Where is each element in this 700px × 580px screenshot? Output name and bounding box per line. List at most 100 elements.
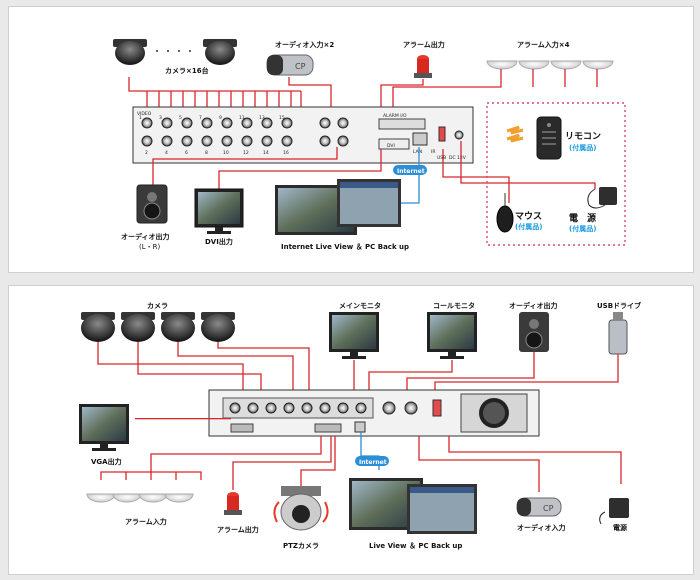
mouse-label: マウス bbox=[515, 211, 542, 222]
video-label: VIDEO bbox=[137, 111, 152, 117]
remote-label: リモコン bbox=[565, 131, 601, 142]
audio-output-sub: (L・R) bbox=[139, 243, 160, 251]
usb-drive-label: USBドライブ bbox=[597, 301, 641, 310]
diagram-panel-top: カメラ×16台 オーディオ入力×2 CP アラーム出力 アラーム入力×4 VID… bbox=[8, 6, 694, 273]
wires-top bbox=[97, 342, 619, 390]
vga-monitor-icon bbox=[79, 404, 129, 451]
svg-text:8: 8 bbox=[205, 150, 208, 156]
svg-text:3: 3 bbox=[159, 115, 162, 121]
main-monitor-label: メインモニタ bbox=[339, 301, 381, 310]
ptz-camera-icon bbox=[273, 486, 329, 531]
usb-drive-icon bbox=[608, 312, 628, 355]
svg-text:7: 7 bbox=[199, 115, 202, 121]
monitor-icon bbox=[194, 188, 244, 234]
mouse-sub: (付属品) bbox=[515, 222, 542, 231]
svg-text:9: 9 bbox=[219, 115, 222, 121]
ptz-camera-label: PTZカメラ bbox=[283, 542, 319, 550]
live-view-label: Live View ＆ PC Back up bbox=[369, 542, 462, 550]
audio-output-label: オーディオ出力 bbox=[509, 301, 558, 310]
audio-bnc-ports bbox=[319, 117, 349, 147]
svg-text:CP: CP bbox=[543, 504, 554, 513]
svg-text:6: 6 bbox=[185, 150, 188, 156]
ir-label: IR bbox=[431, 149, 435, 155]
speaker-icon bbox=[136, 184, 168, 224]
camera-label: カメラ bbox=[147, 302, 168, 310]
pc-screens-icon bbox=[275, 179, 401, 235]
svg-text:11: 11 bbox=[239, 115, 245, 121]
power-sub: (付属品) bbox=[569, 224, 596, 233]
dvr-rear-panel bbox=[208, 389, 540, 437]
call-monitor-icon bbox=[427, 312, 477, 359]
svg-text:4: 4 bbox=[165, 150, 168, 156]
svg-text:16: 16 bbox=[283, 150, 289, 156]
audio-input-label: オーディオ入力 bbox=[517, 523, 566, 532]
internet-badge: Internet bbox=[355, 456, 389, 466]
port-numbers-top: 1 3 5 7 9 11 13 15 bbox=[139, 115, 285, 121]
svg-text:CP: CP bbox=[295, 62, 306, 71]
diagram-panel-bottom: カメラ メインモニタ コールモニタ オーディオ出力 USBドライブ bbox=[8, 285, 694, 575]
video-bnc-ports bbox=[141, 117, 293, 147]
svg-text:12: 12 bbox=[243, 150, 249, 156]
lan-port bbox=[412, 132, 428, 146]
mouse-icon bbox=[496, 193, 514, 233]
remote-sub: (付属品) bbox=[569, 143, 596, 152]
dome-camera-icons bbox=[81, 312, 235, 342]
call-monitor-label: コールモニタ bbox=[433, 301, 475, 310]
svg-text:Internet: Internet bbox=[359, 459, 387, 466]
svg-text:Internet: Internet bbox=[397, 168, 425, 175]
alarm-io-terminal bbox=[378, 118, 426, 130]
dvr-rear-panel: VIDEO 1 3 5 7 9 11 13 15 2 4 6 8 10 bbox=[132, 106, 474, 164]
dvi-label: DVI bbox=[387, 143, 395, 149]
live-view-label: Internet Live View ＆ PC Back up bbox=[281, 243, 409, 251]
power-label: 電源 bbox=[613, 523, 627, 532]
dvi-port bbox=[378, 138, 410, 150]
wires-bottom bbox=[152, 141, 596, 203]
pc-screens-icon bbox=[349, 478, 477, 534]
port-numbers-bottom: 2 4 6 8 10 12 14 16 bbox=[145, 150, 289, 156]
svg-text:5: 5 bbox=[179, 115, 182, 121]
svg-text:10: 10 bbox=[223, 150, 229, 156]
power-adapter-icon bbox=[587, 187, 617, 209]
svg-text:2: 2 bbox=[145, 150, 148, 156]
microphone-icon: CP bbox=[516, 497, 562, 517]
connection-diagram-bottom: カメラ メインモニタ コールモニタ オーディオ出力 USBドライブ bbox=[79, 301, 641, 550]
dots-separator bbox=[156, 50, 191, 52]
svg-text:13: 13 bbox=[259, 115, 265, 121]
wires-bottom bbox=[100, 436, 622, 492]
power-label: 電 源 bbox=[569, 212, 596, 224]
dome-camera-icon bbox=[203, 39, 237, 65]
audio-output-label: オーディオ出力 bbox=[121, 232, 170, 241]
alarm-lamp-icon bbox=[414, 55, 432, 78]
alarm-output-label: アラーム出力 bbox=[403, 40, 445, 49]
dc-jack bbox=[454, 130, 464, 140]
svg-text:1: 1 bbox=[139, 115, 142, 121]
alarm-io-label: ALARM I/O bbox=[383, 113, 407, 119]
alarm-output-label: アラーム出力 bbox=[217, 525, 259, 534]
dc-label: DC 12V bbox=[449, 155, 467, 161]
vga-output-label: VGA出力 bbox=[91, 457, 122, 466]
internet-badge: Internet bbox=[393, 165, 427, 175]
alarm-sensor-icons bbox=[86, 493, 194, 503]
alarm-input-label: アラーム入力×4 bbox=[517, 40, 570, 49]
audio-input-label: オーディオ入力×2 bbox=[275, 40, 334, 49]
alarm-lamp-icon bbox=[224, 492, 242, 515]
main-monitor-icon bbox=[329, 312, 379, 359]
microphone-icon: CP bbox=[266, 54, 314, 76]
svg-text:14: 14 bbox=[263, 150, 269, 156]
remote-control-icon bbox=[536, 116, 562, 160]
power-adapter-icon bbox=[599, 498, 629, 525]
ir-signal-icon bbox=[506, 125, 524, 143]
alarm-sensor-icons bbox=[486, 60, 614, 70]
usb-port bbox=[438, 126, 446, 142]
speaker-icon bbox=[519, 312, 549, 352]
camera-count-label: カメラ×16台 bbox=[165, 66, 209, 75]
alarm-input-label: アラーム入力 bbox=[125, 517, 167, 526]
dvi-output-label: DVI出力 bbox=[205, 237, 233, 246]
svg-text:15: 15 bbox=[279, 115, 285, 121]
lan-label: LAN bbox=[413, 149, 422, 155]
wires-top bbox=[128, 69, 598, 107]
dome-camera-icon bbox=[113, 39, 147, 65]
usb-label: USB bbox=[437, 155, 446, 161]
vga-wire bbox=[135, 418, 231, 420]
connection-diagram-top: カメラ×16台 オーディオ入力×2 CP アラーム出力 アラーム入力×4 VID… bbox=[113, 39, 626, 251]
